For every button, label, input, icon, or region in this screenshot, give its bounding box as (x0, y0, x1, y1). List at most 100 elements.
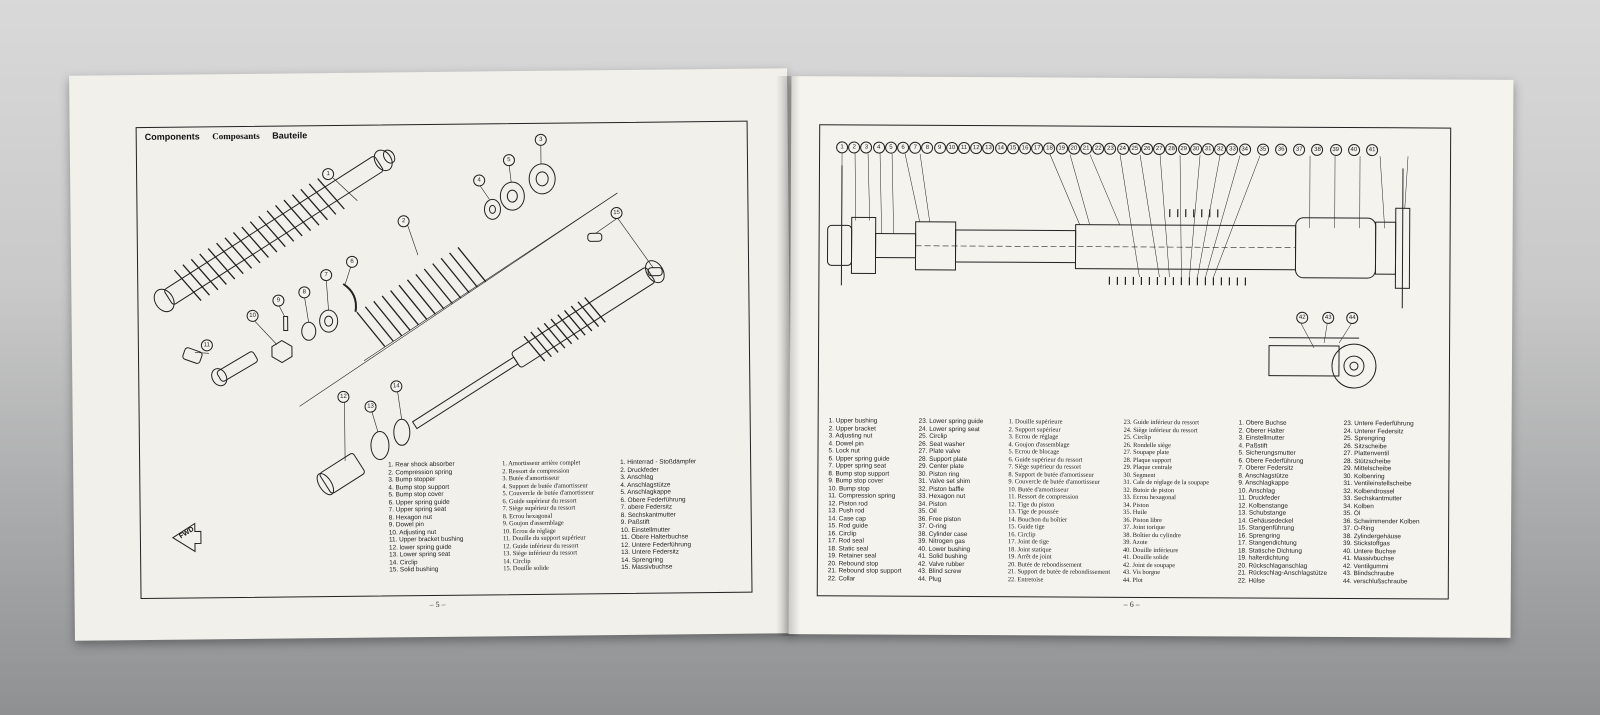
callout-20: 20 (1067, 142, 1080, 155)
callout-14: 14 (994, 142, 1007, 155)
callout-10: 10 (945, 141, 958, 154)
legend-item: 7. Upper spring seat (828, 462, 887, 470)
legend-item: 1. Obere Buchse (1238, 419, 1287, 427)
callout-1: 1 (322, 168, 335, 181)
callout-24: 24 (1116, 142, 1129, 155)
callout-11: 11 (958, 141, 971, 155)
callout-5: 5 (502, 154, 516, 167)
legend-item: 31. Valve set shim (918, 477, 971, 486)
callout-6: 6 (897, 141, 910, 154)
legend-item: 11. Compression spring (828, 492, 896, 500)
legend-item: 25. Sprengring (1343, 435, 1386, 443)
callout-4: 4 (473, 174, 486, 187)
legend-item: 31. Cale de réglage de la soupape (1123, 478, 1210, 487)
legend-german-1: 1. Obere Buchse 2. Oberer Halter 3. Eins… (1238, 419, 1328, 584)
legend-item: 1. Amortisseur arrière complet (502, 459, 581, 468)
legend-item: 41. Solid bushing (917, 552, 968, 561)
legend-item: 11. Ressort de compression (1008, 493, 1079, 501)
legend-item: 1. Rear shock absorber (388, 460, 455, 469)
legend-item: 29. Mittelscheibe (1343, 465, 1392, 473)
legend-item: 27. Plate valve (918, 447, 961, 456)
callout-40: 40 (1347, 144, 1360, 157)
legend-item: 15. Douille solide (503, 564, 549, 573)
legend-item: 37. O-ring (918, 522, 947, 530)
legend-item: 7. Siège supérieur du ressort (1008, 463, 1082, 471)
legend-item: 5. Lock nut (828, 447, 860, 455)
legend-item: 21. Rebound stop support (827, 567, 902, 575)
callout-11: 11 (200, 339, 213, 352)
legend-item: 43. Blind screw (917, 567, 962, 576)
legend-english: 1. Rear shock absorber 2. Compression sp… (388, 461, 464, 574)
legend-french-1: 1. Douille supérieure 2. Support supérie… (1008, 418, 1111, 584)
legend-item: 15. Stangenführung (1238, 524, 1295, 532)
legend-item: 1. Hinterrad - Stoßdämpfer (620, 458, 697, 467)
legend-item: 11. Upper bracket bushing (388, 535, 464, 544)
callout-2: 2 (397, 215, 410, 228)
callout-3: 3 (534, 133, 547, 146)
callout-43: 43 (1322, 311, 1335, 324)
legend-item: 13. Schubstange (1238, 509, 1287, 517)
legend-item: 23. Lower spring guide (918, 417, 984, 426)
callout-34: 34 (1238, 143, 1251, 156)
legend-item: 25. Circlip (918, 432, 948, 440)
callout-14: 14 (390, 380, 403, 393)
left-diagram-frame: Components Composants Bauteile (135, 120, 753, 600)
legend-item: 19. halterdichtung (1237, 554, 1289, 562)
callout-5: 5 (884, 141, 897, 154)
legend-english-2: 23. Lower spring guide 24. Lower spring … (918, 418, 984, 583)
legend-item: 22. Entretoise (1007, 575, 1044, 583)
legend-item: 44. Plot (1122, 576, 1143, 584)
page-number-right: – 6 – (1123, 599, 1140, 609)
legend-english-1: 1. Upper bushing 2. Upper bracket 3. Adj… (828, 417, 902, 582)
legend-item: 5. Sicherungsmutter (1238, 449, 1296, 457)
legend-item: 11. Obere Halterbuchse (620, 533, 689, 542)
legend-item: 1. Douille supérieure (1008, 418, 1063, 426)
legend-item: 1. Upper bushing (828, 417, 878, 425)
legend-item: 44. verschlußschraube (1342, 577, 1408, 585)
legend-item: 39. Nitrogen gas (918, 537, 965, 546)
legend-item: 19. Retainer seal (827, 552, 877, 560)
callout-7: 7 (320, 269, 333, 282)
legend-item: 39. Stickstoffgas (1343, 540, 1390, 548)
legend-item: 15. Solid bushing (389, 565, 439, 574)
legend-item: 35. Oil (918, 507, 937, 515)
callout-12: 12 (337, 390, 350, 403)
legend-french-2: 23. Guide inférieur du ressort 24. Siège… (1123, 419, 1210, 584)
legend-item: 3. Adjusting nut (828, 432, 873, 440)
legend-item: 41. Massivbuchse (1342, 555, 1395, 563)
callout-8: 8 (298, 286, 311, 299)
legend-item: 9. Couvercle de butée d'amortisseur (1008, 478, 1100, 486)
legend-french: 1. Amortisseur arrière complet 2. Ressor… (502, 459, 595, 572)
legend-item: 33. Ecrou hexagonal (1123, 493, 1177, 502)
legend-item: 21. Rückschlag-Anschlagstütze (1237, 569, 1328, 577)
callout-30: 30 (1189, 143, 1202, 156)
legend-item: 9. Anschlagkappe (1238, 479, 1289, 487)
legend-item: 22. Hülse (1237, 576, 1265, 585)
callout-4: 4 (872, 141, 885, 154)
legend-item: 44. Plug (917, 575, 942, 583)
legend-item: 11. Douille du support supérieur (502, 534, 586, 543)
callout-15: 15 (1006, 142, 1019, 155)
legend-item: 15. Massivbuchse (621, 563, 673, 572)
callout-29: 29 (1177, 143, 1190, 156)
callout-16: 16 (1019, 142, 1032, 155)
callout-6: 6 (345, 255, 359, 268)
callout-21: 21 (1080, 142, 1093, 155)
callout-41: 41 (1366, 144, 1379, 157)
legend-item: 27. Plattenventil (1343, 450, 1389, 458)
callout-39: 39 (1329, 143, 1342, 156)
legend-item: 23. Untere Federführung (1343, 420, 1414, 428)
legend-item: 29. Center plate (918, 462, 964, 471)
legend-item: 17. Rod seal (828, 537, 864, 545)
legend-item: 17. Stangendichtung (1238, 539, 1297, 547)
callout-13: 13 (364, 400, 377, 413)
exploded-view-drawing (153, 143, 665, 553)
callout-9: 9 (933, 141, 946, 154)
legend-item: 41. Douille solide (1122, 553, 1169, 562)
callout-10: 10 (246, 309, 259, 322)
callout-35: 35 (1256, 143, 1269, 156)
legend-item: 33. Hexagon nut (918, 492, 966, 501)
left-page: Components Composants Bauteile (69, 68, 793, 641)
